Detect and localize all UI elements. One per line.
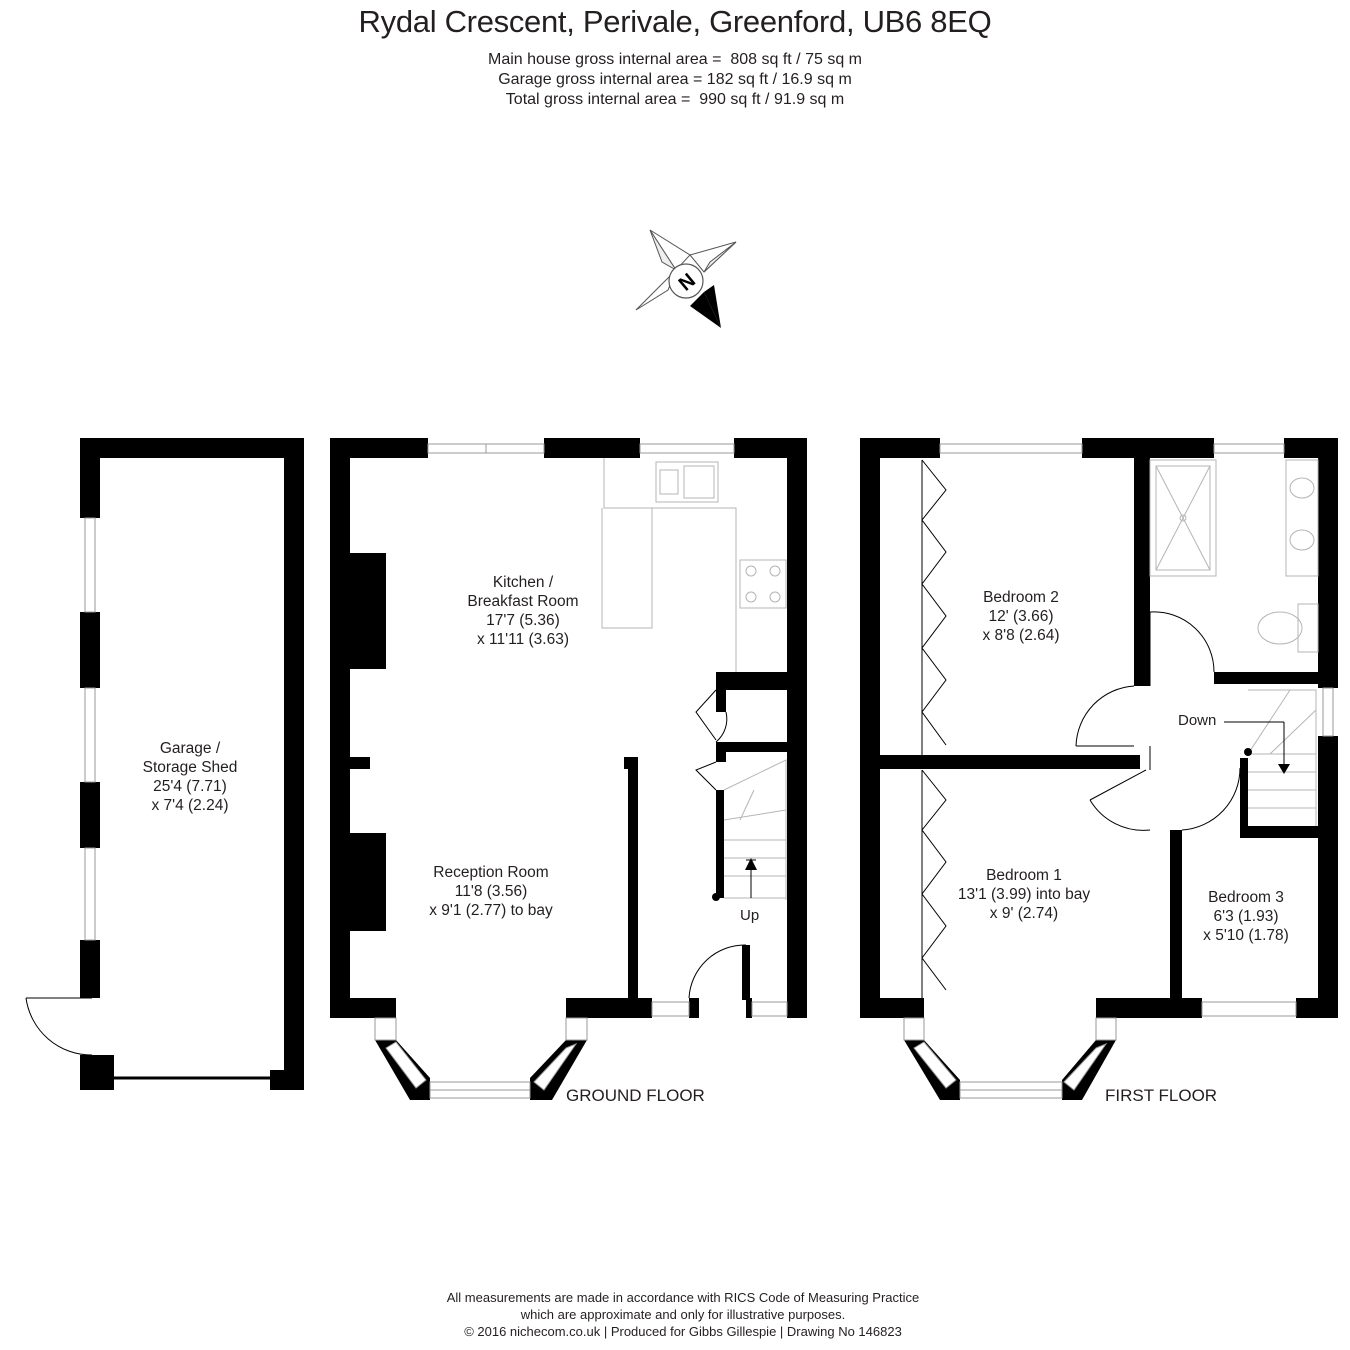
garage-label: Garage /Storage Shed 25'4 (7.71)x 7'4 (2… bbox=[142, 740, 238, 814]
wardrobe-doors bbox=[921, 459, 947, 998]
landing-banister-post bbox=[1244, 748, 1252, 756]
kitchen-units bbox=[601, 458, 787, 672]
first-floor-label: FIRST FLOOR bbox=[1105, 1086, 1218, 1105]
garage-side-door bbox=[25, 997, 93, 1056]
first-floor-windows bbox=[903, 443, 1334, 1099]
ground-floor-label: GROUND FLOOR bbox=[566, 1086, 705, 1105]
stairs-down-label: Down bbox=[1178, 712, 1217, 729]
ground-floor-stairs bbox=[723, 759, 787, 900]
garage-area: Garage gross internal area = 182 sq ft /… bbox=[498, 71, 852, 88]
first-floor-doors bbox=[1075, 611, 1241, 831]
main-house-area: Main house gross internal area = 808 sq … bbox=[488, 51, 862, 68]
footer-line-1: All measurements are made in accordance … bbox=[446, 1290, 920, 1305]
ground-floor-walls bbox=[330, 438, 807, 1100]
stairs-up-arrow-icon bbox=[745, 858, 757, 870]
garage-windows bbox=[84, 517, 96, 941]
area-summary: Main house gross internal area = 808 sq … bbox=[0, 50, 1350, 110]
ground-floor-windows bbox=[374, 443, 788, 1099]
north-compass-icon: N bbox=[635, 229, 737, 328]
footer-disclaimer: All measurements are made in accordance … bbox=[0, 1289, 1350, 1340]
first-floor-stairs bbox=[1247, 689, 1317, 826]
bathroom-fixtures bbox=[1149, 459, 1319, 653]
kitchen-label: Kitchen /Breakfast Room 17'7 (5.36)x 11'… bbox=[467, 574, 579, 648]
total-area: Total gross internal area = 990 sq ft / … bbox=[505, 91, 845, 108]
footer-line-3: © 2016 nichecom.co.uk | Produced for Gib… bbox=[464, 1324, 902, 1339]
stairs-up-label: Up bbox=[740, 907, 760, 924]
garage-walls bbox=[80, 438, 304, 1090]
stairs-down-arrow-icon bbox=[1278, 764, 1290, 774]
banister-post bbox=[712, 893, 720, 901]
first-floor-walls bbox=[860, 438, 1338, 1100]
page-title: Rydal Crescent, Perivale, Greenford, UB6… bbox=[358, 4, 992, 39]
ground-floor-doors bbox=[688, 689, 756, 999]
footer-line-2: which are approximate and only for illus… bbox=[520, 1307, 846, 1322]
